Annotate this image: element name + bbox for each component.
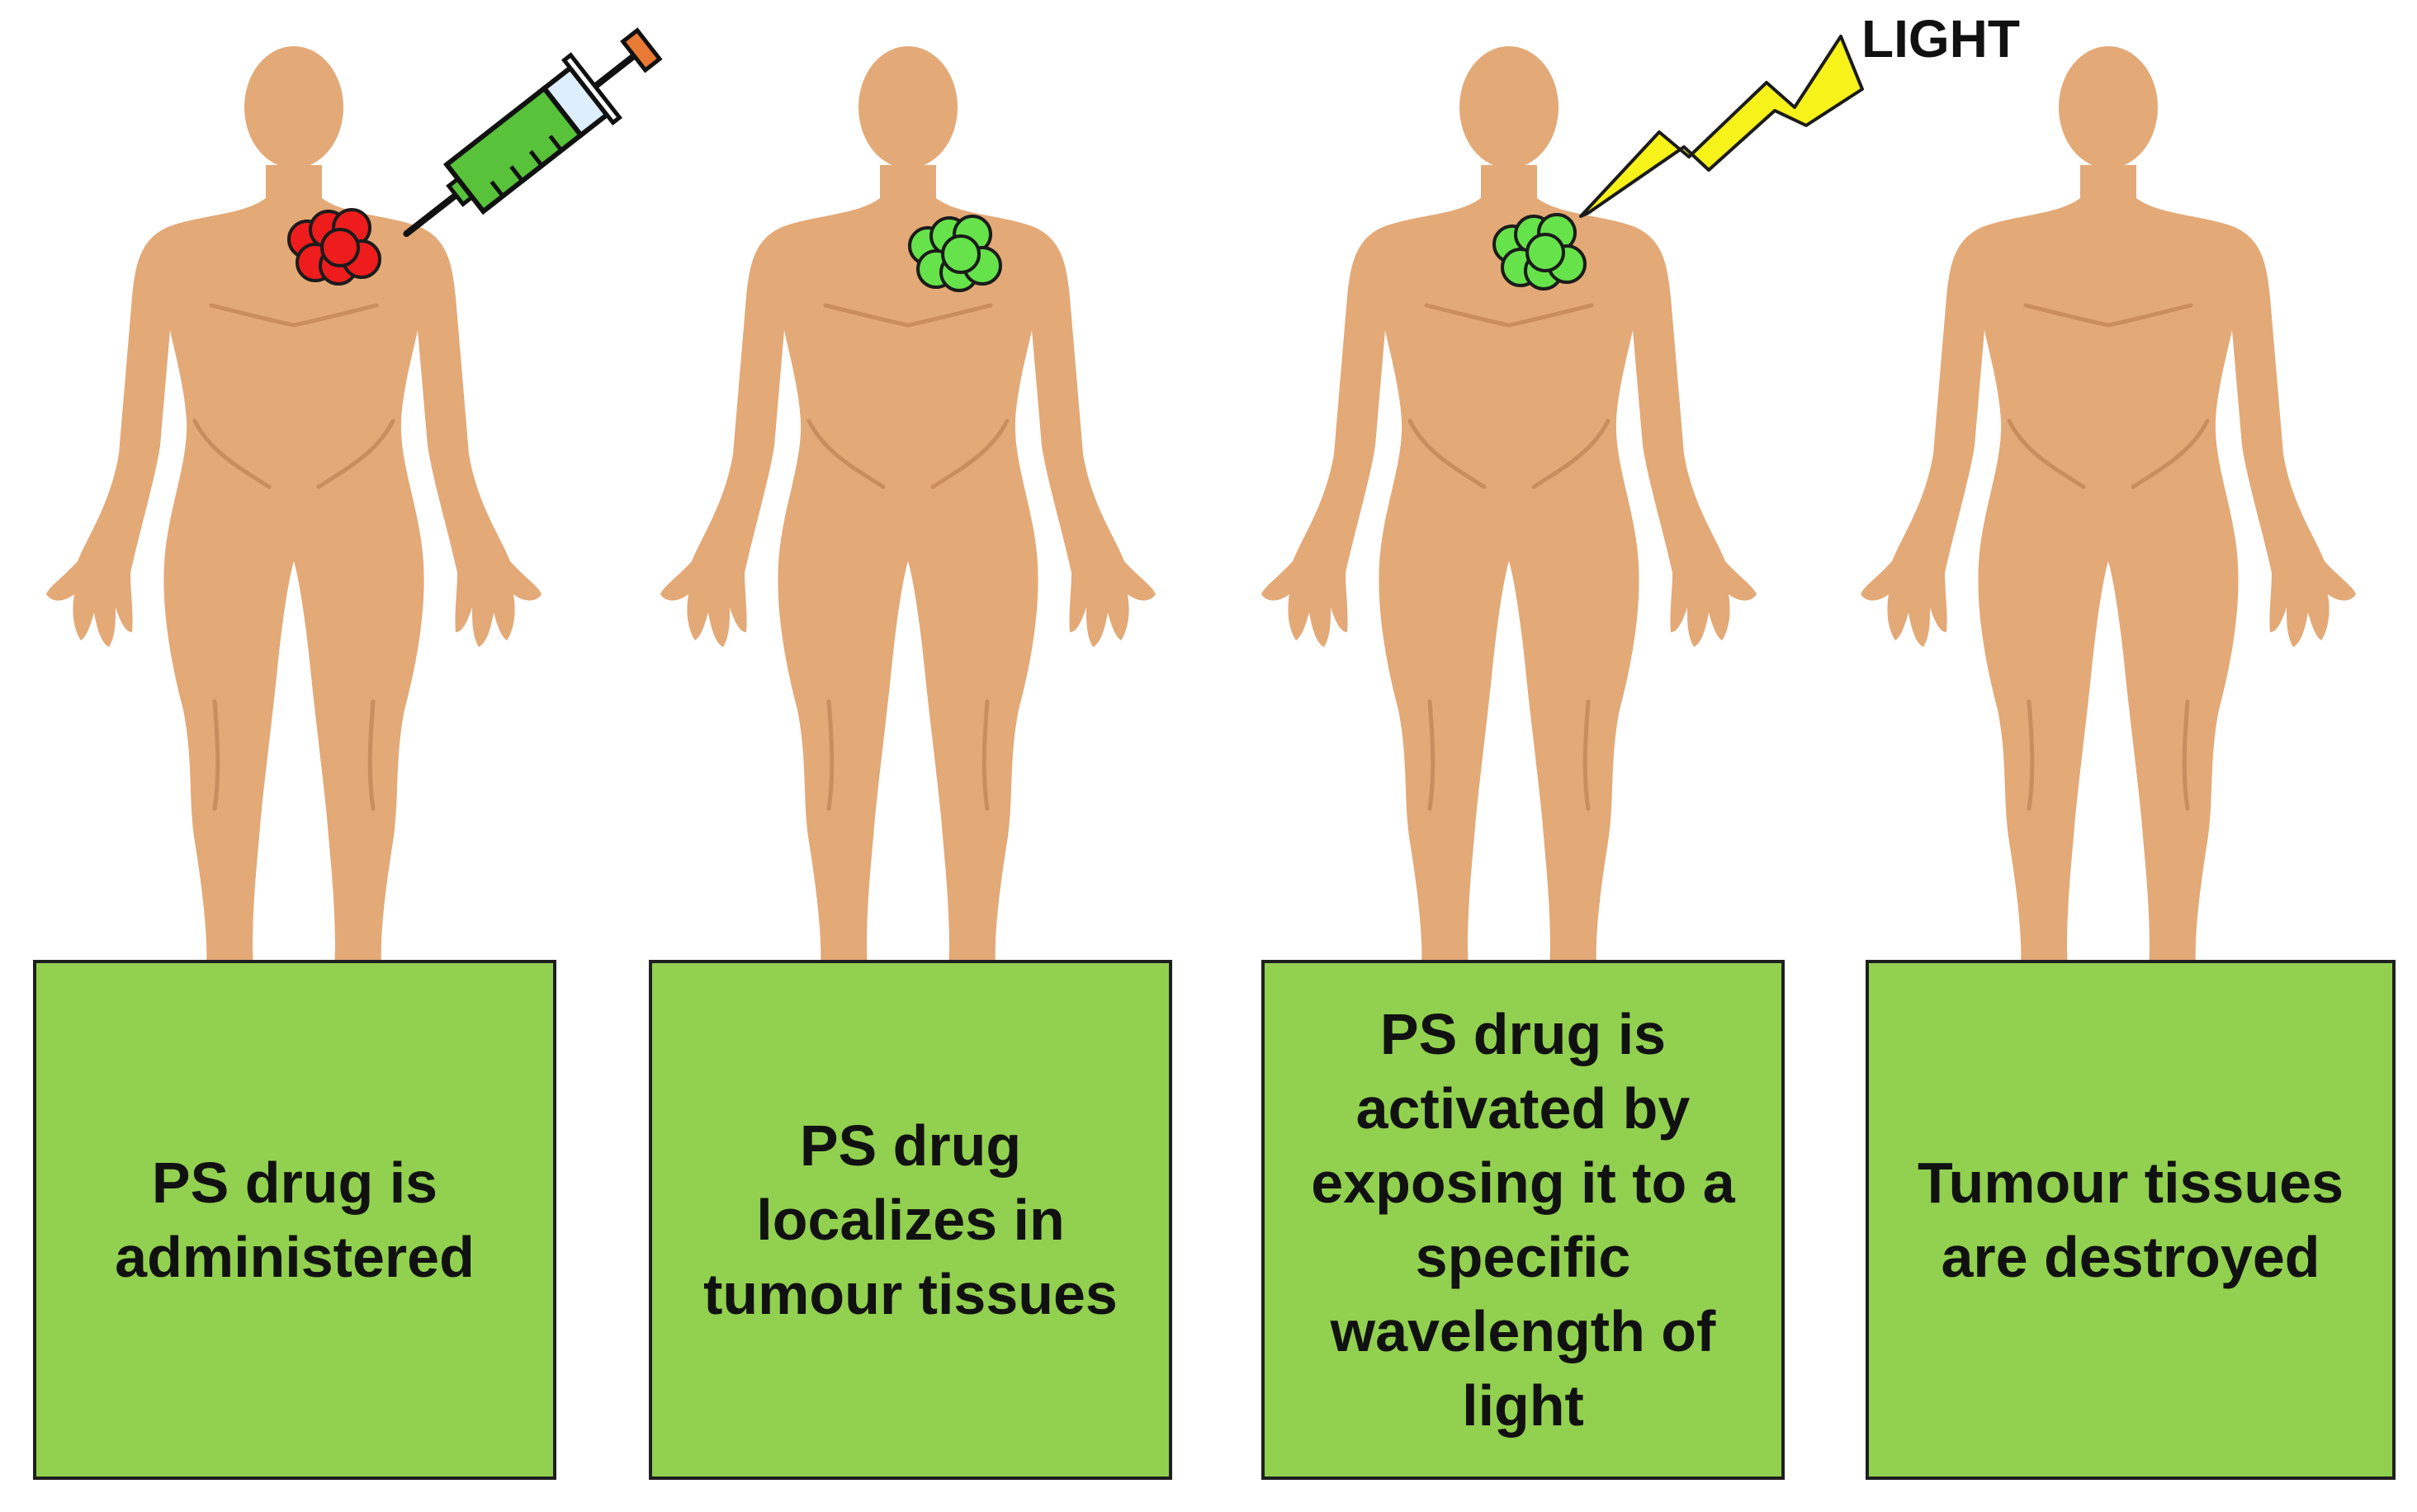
step-3-caption-box: PS drug is activated by exposing it to a…	[1261, 960, 1785, 1480]
body-figure-icon	[1861, 46, 2356, 1023]
cell-cluster-icon	[908, 215, 1002, 292]
cell-cluster-icon	[1492, 213, 1587, 291]
cell-cluster-icon	[287, 208, 381, 286]
syringe-icon	[403, 27, 663, 238]
step-2-caption: PS drug localizes in tumour tissues	[703, 1113, 1118, 1326]
step-4-caption-box: Tumour tissues are destroyed	[1866, 960, 2396, 1480]
body-figure-3	[1261, 46, 1757, 1023]
light-label: LIGHT	[1861, 9, 2020, 69]
tumour-cells-drug-3	[1492, 213, 1587, 291]
body-figure-2	[660, 46, 1156, 1023]
tumour-cells-drug-2	[908, 215, 1002, 292]
body-figure-icon	[660, 46, 1156, 1023]
step-4-caption: Tumour tissues are destroyed	[1917, 1151, 2344, 1289]
body-figure-4	[1861, 46, 2356, 1023]
step-1-caption: PS drug is administered	[115, 1151, 475, 1289]
step-1-caption-box: PS drug is administered	[33, 960, 556, 1480]
body-figure-icon	[1261, 46, 1757, 1023]
lightning-icon	[1579, 35, 1864, 218]
tumour-cells-untreated	[287, 208, 381, 286]
step-3-caption: PS drug is activated by exposing it to a…	[1311, 1002, 1735, 1438]
step-2-caption-box: PS drug localizes in tumour tissues	[649, 960, 1172, 1480]
